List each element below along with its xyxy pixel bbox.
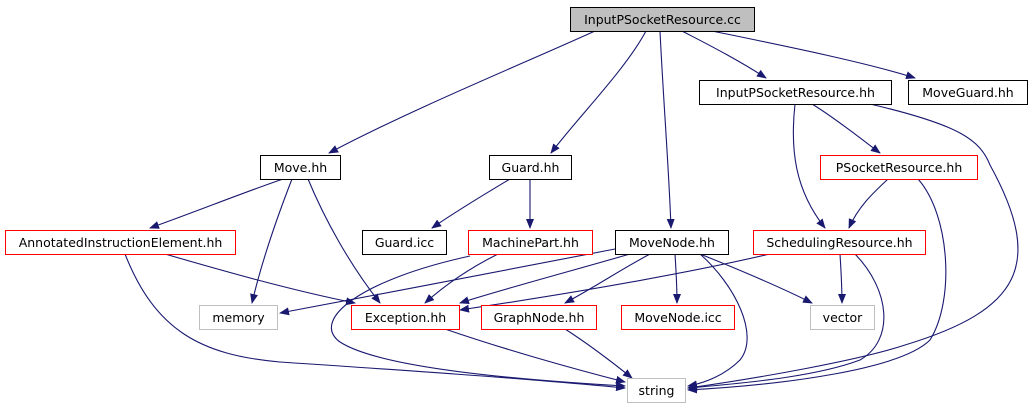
node-label: GraphNode.hh [494,310,585,325]
edge-movenode-to-movenodeicc [672,253,681,304]
edge-schedres-to-string [687,253,885,392]
edge-psr_hh-to-string [687,178,947,394]
node-root[interactable]: InputPSocketResource.cc [570,7,755,32]
node-box [753,230,926,255]
node-moveguard[interactable]: MoveGuard.hh [908,80,1028,105]
edge-machinepart-to-exception [424,253,499,304]
node-label: InputPSocketResource.hh [716,85,875,100]
node-label: Guard.hh [502,160,560,175]
edge-movenode-to-string [687,253,748,389]
node-box [468,230,593,255]
edge-move-to-aie [149,178,284,229]
edge-ipsr_hh-to-psr_hh [811,103,881,154]
edges-layer [124,30,1019,394]
node-label: MoveNode.icc [634,310,721,325]
node-box [699,80,892,105]
edge-movenode-to-memory [279,248,616,316]
node-machinepart[interactable]: MachinePart.hh [468,230,593,255]
node-vector[interactable]: vector [810,305,875,330]
node-memory[interactable]: memory [199,305,278,330]
node-box [362,230,447,255]
edge-movenode-to-graphnode [564,253,651,304]
node-box [260,155,341,180]
edge-root-to-move [328,30,596,154]
node-movenodeicc[interactable]: MoveNode.icc [621,305,735,330]
node-box [908,80,1028,105]
edge-root-to-guard [550,30,647,154]
edge-exception-to-string [444,328,626,384]
edge-move-to-memory [250,178,293,304]
node-aie[interactable]: AnnotatedInstructionElement.hh [5,230,236,255]
node-movenode[interactable]: MoveNode.hh [615,230,729,255]
node-box [810,305,875,330]
node-box [615,230,729,255]
edge-movenode-to-vector [699,253,813,304]
node-label: SchedulingResource.hh [766,235,912,250]
node-graphnode[interactable]: GraphNode.hh [481,305,597,330]
node-label: MoveNode.hh [629,235,715,250]
node-psr_hh[interactable]: PSocketResource.hh [820,155,978,180]
node-label: AnnotatedInstructionElement.hh [19,235,223,250]
node-label: string [639,383,675,398]
node-label: MachinePart.hh [482,235,579,250]
node-ipsr_hh[interactable]: InputPSocketResource.hh [699,80,892,105]
node-exception[interactable]: Exception.hh [351,305,460,330]
edge-schedres-to-vector [837,253,846,304]
node-box [489,155,572,180]
edge-movenode-to-exception [459,253,631,305]
edge-root-to-moveguard [711,30,916,80]
edge-psr_hh-to-schedres [848,178,889,229]
node-label: InputPSocketResource.cc [584,12,741,27]
edge-machinepart-to-string [330,255,626,390]
node-label: Exception.hh [365,310,446,325]
edge-ipsr_hh-to-string [687,103,1019,391]
node-box [570,7,755,32]
node-label: Guard.icc [375,235,434,250]
node-box [621,305,735,330]
node-label: MoveGuard.hh [922,85,1013,100]
node-string[interactable]: string [627,378,686,403]
node-box [820,155,978,180]
node-box [5,230,236,255]
node-schedres[interactable]: SchedulingResource.hh [753,230,926,255]
edge-root-to-movenode [659,30,675,229]
node-label: memory [212,310,265,325]
edge-root-to-ipsr_hh [681,30,767,79]
edge-schedres-to-exception [459,253,771,313]
edge-graphnode-to-string [564,328,633,379]
node-box [627,378,686,403]
nodes-layer: InputPSocketResource.ccInputPSocketResou… [5,7,1028,403]
edge-ipsr_hh-to-schedres [792,103,826,229]
node-label: Move.hh [274,160,327,175]
edge-guard-to-guardicc [431,178,511,229]
node-box [351,305,460,330]
node-guardicc[interactable]: Guard.icc [362,230,447,255]
node-guard[interactable]: Guard.hh [489,155,572,180]
edge-aie-to-exception [164,253,356,306]
node-move[interactable]: Move.hh [260,155,341,180]
node-label: vector [823,310,864,325]
node-box [199,305,278,330]
node-label: PSocketResource.hh [836,160,963,175]
node-box [481,305,597,330]
